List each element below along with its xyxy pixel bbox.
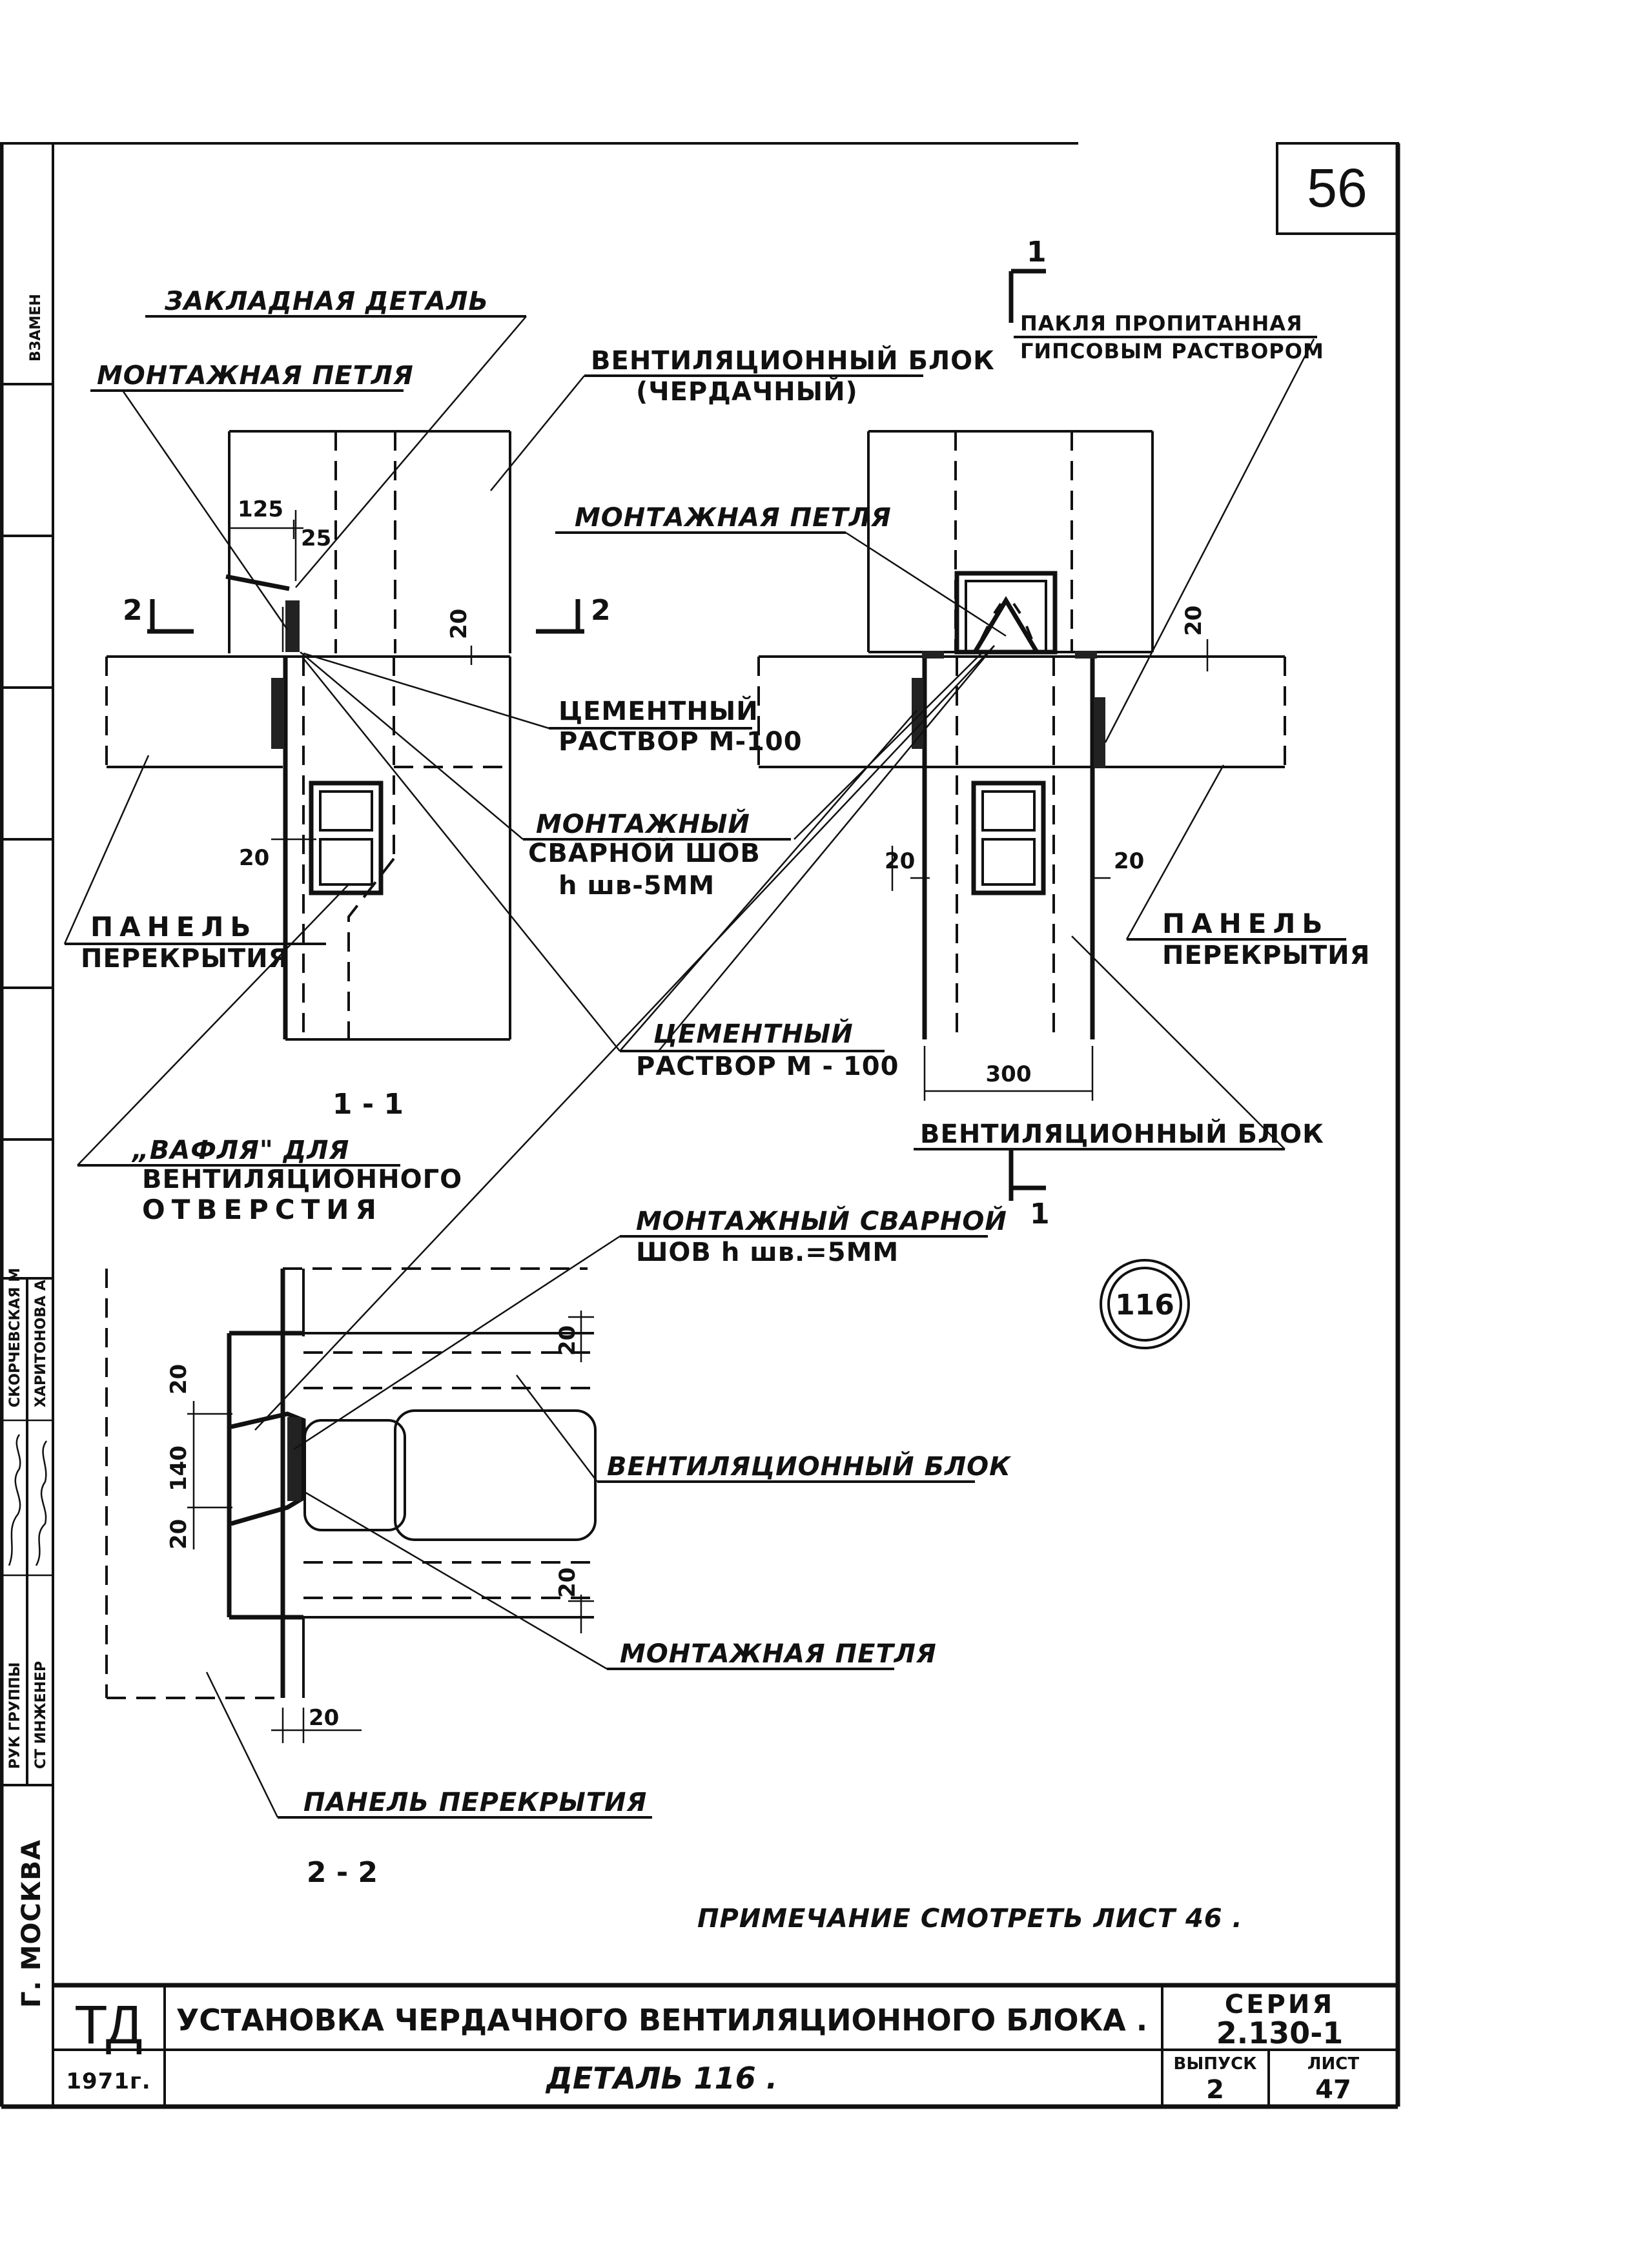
- section-side: 20 20 20 300 1 1: [757, 236, 1286, 1231]
- side-name-1: СКОРЧЕВСКАЯ М: [7, 1268, 23, 1407]
- sheet-frame: [0, 142, 1400, 2109]
- callout-panel-2-2: ПАНЕЛЬ ПЕРЕКРЫТИЯ: [303, 1788, 647, 1817]
- callout-mounting-loop-2-2: МОНТАЖНАЯ ПЕТЛЯ: [620, 1639, 937, 1669]
- callout-weld-2-2-line2: ШОВ h шв.=5ММ: [636, 1238, 899, 1267]
- callout-mounting-loop-side: МОНТАЖНАЯ ПЕТЛЯ: [575, 503, 892, 533]
- cut-mark-2-right: 2: [591, 594, 611, 627]
- section-2-2: 20 140 20 20 20 20 2 - 2: [105, 1267, 597, 1889]
- title-sheet-value: 47: [1315, 2075, 1351, 2105]
- dim-20-right: 20: [1114, 848, 1144, 874]
- detail-circle: 116: [1100, 1259, 1190, 1349]
- callout-plug-line3: ОТВЕРСТИЯ: [142, 1194, 383, 1225]
- callout-vent-block-line1: ВЕНТИЛЯЦИОННЫЙ БЛОК: [591, 345, 995, 376]
- leader-cement-side: [658, 645, 995, 1052]
- dim-2-2-20-bottom: 20: [166, 1519, 192, 1549]
- section-2-2-callouts: МОНТАЖНЫЙ СВАРНОЙ ШОВ h шв.=5ММ ВЕНТИЛЯЦ…: [205, 645, 1012, 1819]
- dim-2-2-20-right-top: 20: [555, 1325, 580, 1356]
- title-issue-label: ВЫПУСК: [1174, 2054, 1257, 2074]
- section-2-2-label: 2 - 2: [307, 1856, 378, 1889]
- note-text: ПРИМЕЧАНИЕ СМОТРЕТЬ ЛИСТ 46 .: [697, 1904, 1243, 1934]
- title-issue-value: 2: [1206, 2075, 1224, 2105]
- callout-cement-line1: ЦЕМЕНТНЫЙ: [558, 695, 759, 726]
- callout-cement-side-line1: ЦЕМЕНТНЫЙ: [653, 1018, 854, 1049]
- callout-vent-block-line2: (ЧЕРДАЧНЫЙ): [636, 376, 858, 407]
- cut-mark-2-left: 2: [123, 594, 143, 627]
- dim-2-2-140: 140: [166, 1446, 192, 1491]
- detail-circle-label: 116: [1115, 1289, 1174, 1322]
- leader-weld-side: [794, 651, 983, 840]
- signature-2: [35, 1440, 48, 1566]
- section-side-callouts: ПАКЛЯ ПРОПИТАННАЯ ГИПСОВЫМ РАСТВОРОМ МОН…: [303, 311, 1370, 1150]
- title-main: УСТАНОВКА ЧЕРДАЧНОГО ВЕНТИЛЯЦИОННОГО БЛО…: [176, 2003, 1148, 2038]
- callout-weld-line2: СВАРНОЙ ШОВ: [528, 837, 761, 868]
- callout-tow-line1: ПАКЛЯ ПРОПИТАННАЯ: [1020, 311, 1303, 336]
- callout-embedded-part: ЗАКЛАДНАЯ ДЕТАЛЬ: [164, 287, 489, 316]
- dim-20-left: 20: [885, 848, 915, 874]
- callout-weld-line3: h шв-5ММ: [558, 871, 715, 901]
- title-series-label: СЕРИЯ: [1225, 1990, 1335, 2019]
- callout-weld-line1: МОНТАЖНЫЙ: [536, 808, 750, 839]
- dim-2-2-20-top: 20: [166, 1364, 192, 1395]
- callout-vent-block-2-2: ВЕНТИЛЯЦИОННЫЙ БЛОК: [607, 1451, 1012, 1482]
- dim-25: 25: [301, 526, 331, 551]
- dim-20-window: 20: [239, 845, 269, 871]
- title-subtitle: ДЕТАЛЬ 116 .: [545, 2061, 777, 2096]
- callout-cement-line2: РАСТВОР М-100: [558, 727, 803, 757]
- callout-panel-line1: ПАНЕЛЬ: [90, 911, 257, 943]
- dim-2-2-20-bottom-edge: 20: [309, 1705, 339, 1731]
- cut-mark-1-top: 1: [1027, 236, 1047, 269]
- cut-mark-1-bottom: 1: [1030, 1198, 1050, 1231]
- dim-20-top: 20: [1181, 606, 1207, 636]
- callout-cement-side-line2: РАСТВОР М - 100: [636, 1052, 899, 1081]
- dim-125: 125: [238, 496, 283, 522]
- section-1-1-label: 1 - 1: [333, 1088, 404, 1121]
- callout-panel-side-line1: ПАНЕЛЬ: [1162, 908, 1329, 939]
- dim-20-slab: 20: [446, 609, 472, 639]
- dim-2-2-20-right-bottom: 20: [555, 1568, 580, 1598]
- title-year: 1971г.: [66, 2069, 150, 2094]
- callout-panel-side-line2: ПЕРЕКРЫТИЯ: [1162, 941, 1370, 970]
- section-1-1-callouts: ЗАКЛАДНАЯ ДЕТАЛЬ МОНТАЖНАЯ ПЕТЛЯ ВЕНТИЛЯ…: [63, 287, 995, 1225]
- signature-1: [8, 1434, 21, 1566]
- callout-vent-block-side: ВЕНТИЛЯЦИОННЫЙ БЛОК: [920, 1118, 1324, 1149]
- side-name-2: ХАРИТОНОВА А: [33, 1280, 49, 1407]
- title-org: ТД: [74, 1994, 142, 2055]
- callout-panel-line2: ПЕРЕКРЫТИЯ: [81, 944, 289, 974]
- side-replace-label: ВЗАМЕН: [28, 294, 44, 362]
- sheet-number-box: 56: [1276, 142, 1399, 235]
- side-strip: ВЗАМЕН Г. МОСКВА РУК ГРУППЫ СТ ИНЖЕНЕР С…: [7, 294, 49, 2008]
- callout-tow-line2: ГИПСОВЫМ РАСТВОРОМ: [1020, 339, 1324, 363]
- title-block: ТД 1971г. УСТАНОВКА ЧЕРДАЧНОГО ВЕНТИЛЯЦИ…: [53, 1983, 1398, 2107]
- side-role-1: РУК ГРУППЫ: [7, 1662, 23, 1769]
- title-series-value: 2.130-1: [1216, 2016, 1344, 2050]
- callout-mounting-loop: МОНТАЖНАЯ ПЕТЛЯ: [97, 361, 414, 391]
- side-city-label: Г. МОСКВА: [17, 1839, 46, 2008]
- callout-plug-line1: „ВАФЛЯ" ДЛЯ: [131, 1136, 349, 1165]
- title-sheet-label: ЛИСТ: [1307, 2054, 1359, 2074]
- section-1-1: 125 25 20 20 2 2 1 - 1: [105, 430, 611, 1121]
- sheet-number: 56: [1307, 158, 1367, 218]
- side-role-2: СТ ИНЖЕНЕР: [33, 1661, 49, 1769]
- callout-weld-2-2-line1: МОНТАЖНЫЙ СВАРНОЙ: [636, 1205, 1007, 1236]
- callout-plug-line2: ВЕНТИЛЯЦИОННОГО: [142, 1165, 462, 1194]
- dim-300: 300: [986, 1061, 1032, 1087]
